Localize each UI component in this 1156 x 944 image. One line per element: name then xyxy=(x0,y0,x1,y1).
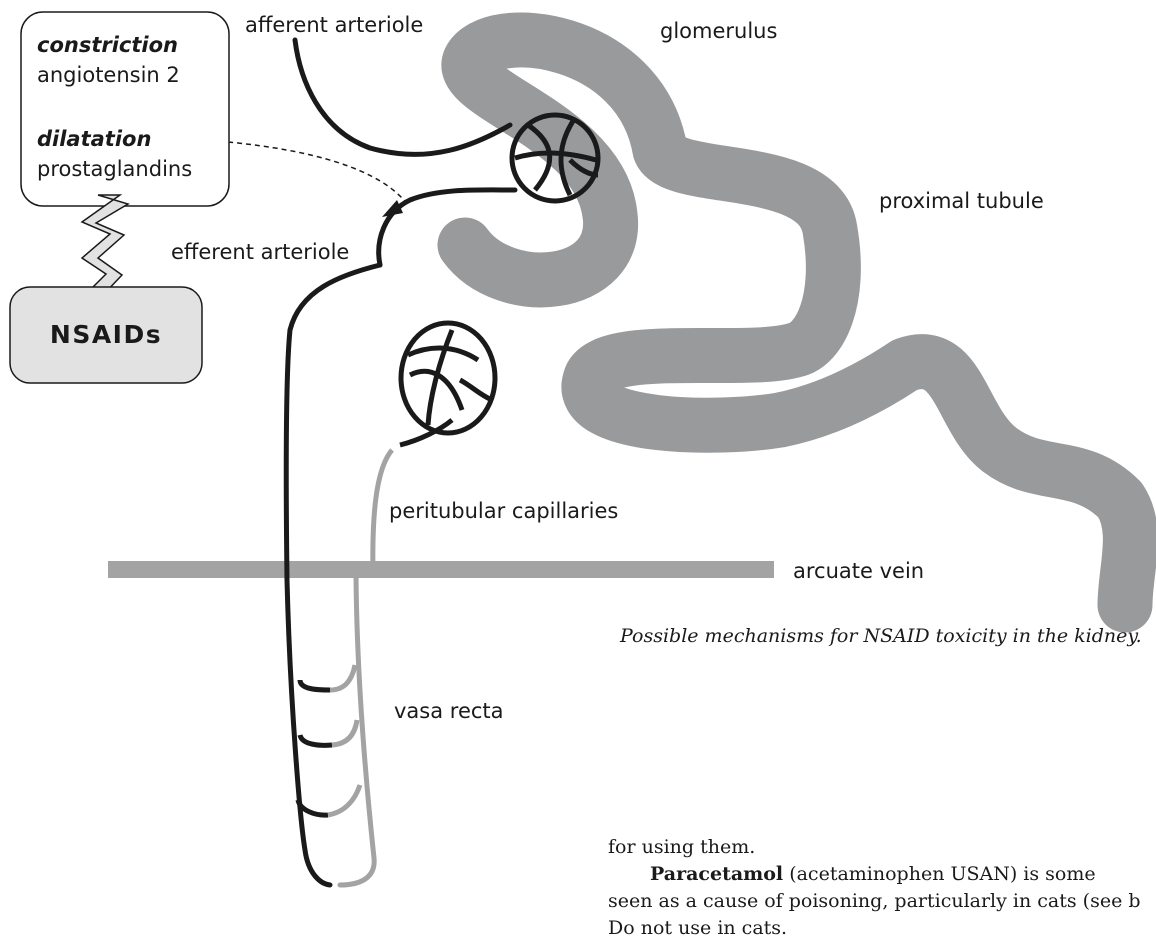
arcuate-vein-label: arcuate vein xyxy=(793,559,924,583)
peritubular-capillary-ball xyxy=(400,323,495,445)
constriction-heading: constriction xyxy=(37,33,178,57)
peritubular-capillaries-label: peritubular capillaries xyxy=(389,499,618,523)
efferent-arteriole-label: efferent arteriole xyxy=(171,240,349,264)
body-text: for using them. Paracetamol (acetaminoph… xyxy=(608,834,1156,942)
body-line-3: seen as a cause of poisoning, particular… xyxy=(608,888,1156,915)
body-line-4: Do not use in cats. xyxy=(608,915,1156,942)
afferent-arteriole-label: afferent arteriole xyxy=(245,13,423,37)
figure-caption: Possible mechanisms for NSAID toxicity i… xyxy=(620,625,1142,647)
arcuate-vein xyxy=(108,561,774,578)
dilatation-heading: dilatation xyxy=(37,127,151,151)
paracetamol-term: Paracetamol xyxy=(650,863,783,885)
body-line-2: Paracetamol (acetaminophen USAN) is some xyxy=(608,861,1156,888)
body-line-1: for using them. xyxy=(608,834,1156,861)
body-line-2-rest: (acetaminophen USAN) is some xyxy=(783,863,1095,885)
zigzag-link xyxy=(82,195,128,296)
constriction-arrowhead xyxy=(382,200,403,217)
angiotensin-text: angiotensin 2 xyxy=(37,63,180,87)
glomerulus-label: glomerulus xyxy=(660,19,777,43)
nsaids-label: NSAIDs xyxy=(50,320,162,349)
vasa-recta-label: vasa recta xyxy=(394,699,504,723)
proximal-tubule-label: proximal tubule xyxy=(879,189,1044,213)
prostaglandins-text: prostaglandins xyxy=(37,157,192,181)
